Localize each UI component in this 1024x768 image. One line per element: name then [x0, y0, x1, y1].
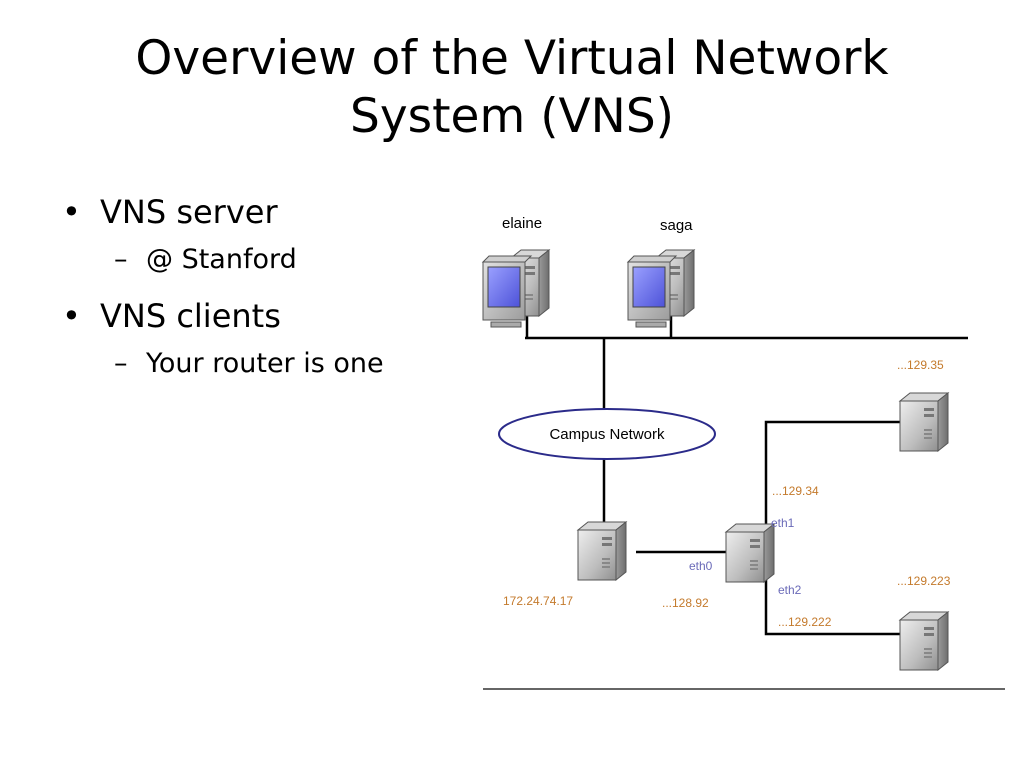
label-129-222: ...129.222: [778, 615, 832, 629]
router-eth1-line: [764, 420, 904, 532]
label-172-24-74-17: 172.24.74.17: [503, 594, 573, 608]
label-129-34: ...129.34: [772, 484, 819, 498]
label-eth2: eth2: [778, 583, 802, 597]
router-server-icon: [725, 523, 775, 583]
campus-network-cloud: [498, 408, 716, 460]
label-128-92: ...128.92: [662, 596, 709, 610]
title-line-2: System (VNS): [349, 89, 675, 144]
bullet-vns-server: VNS server: [62, 190, 462, 234]
router-eth2-line: [764, 578, 904, 636]
saga-workstation-icon: [627, 249, 695, 328]
vns-server-icon: [577, 521, 627, 581]
dash-marker: –: [114, 348, 128, 379]
host-129-223-icon: [899, 611, 949, 671]
host-label-elaine: elaine: [502, 215, 542, 232]
bullet-list: VNS server – @ Stanford VNS clients – Yo…: [62, 190, 462, 398]
slide-title: Overview of the Virtual Network System (…: [60, 30, 964, 146]
sub-bullet-stanford: – @ Stanford: [62, 242, 462, 278]
campus-network-label: Campus Network: [549, 426, 665, 443]
sub-bullet-router: – Your router is one: [62, 346, 462, 382]
label-eth0: eth0: [689, 559, 713, 573]
label-eth1: eth1: [771, 516, 795, 530]
title-line-1: Overview of the Virtual Network: [135, 31, 889, 86]
sub-bullet-router-text: Your router is one: [146, 348, 384, 379]
elaine-workstation-icon: [482, 249, 550, 328]
dash-marker: –: [114, 244, 128, 275]
host-label-saga: saga: [660, 217, 693, 234]
label-129-223: ...129.223: [897, 574, 951, 588]
sub-bullet-stanford-text: @ Stanford: [146, 244, 297, 275]
host-129-35-icon: [899, 392, 949, 452]
bullet-vns-clients: VNS clients: [62, 294, 462, 338]
label-129-35: ...129.35: [897, 358, 944, 372]
